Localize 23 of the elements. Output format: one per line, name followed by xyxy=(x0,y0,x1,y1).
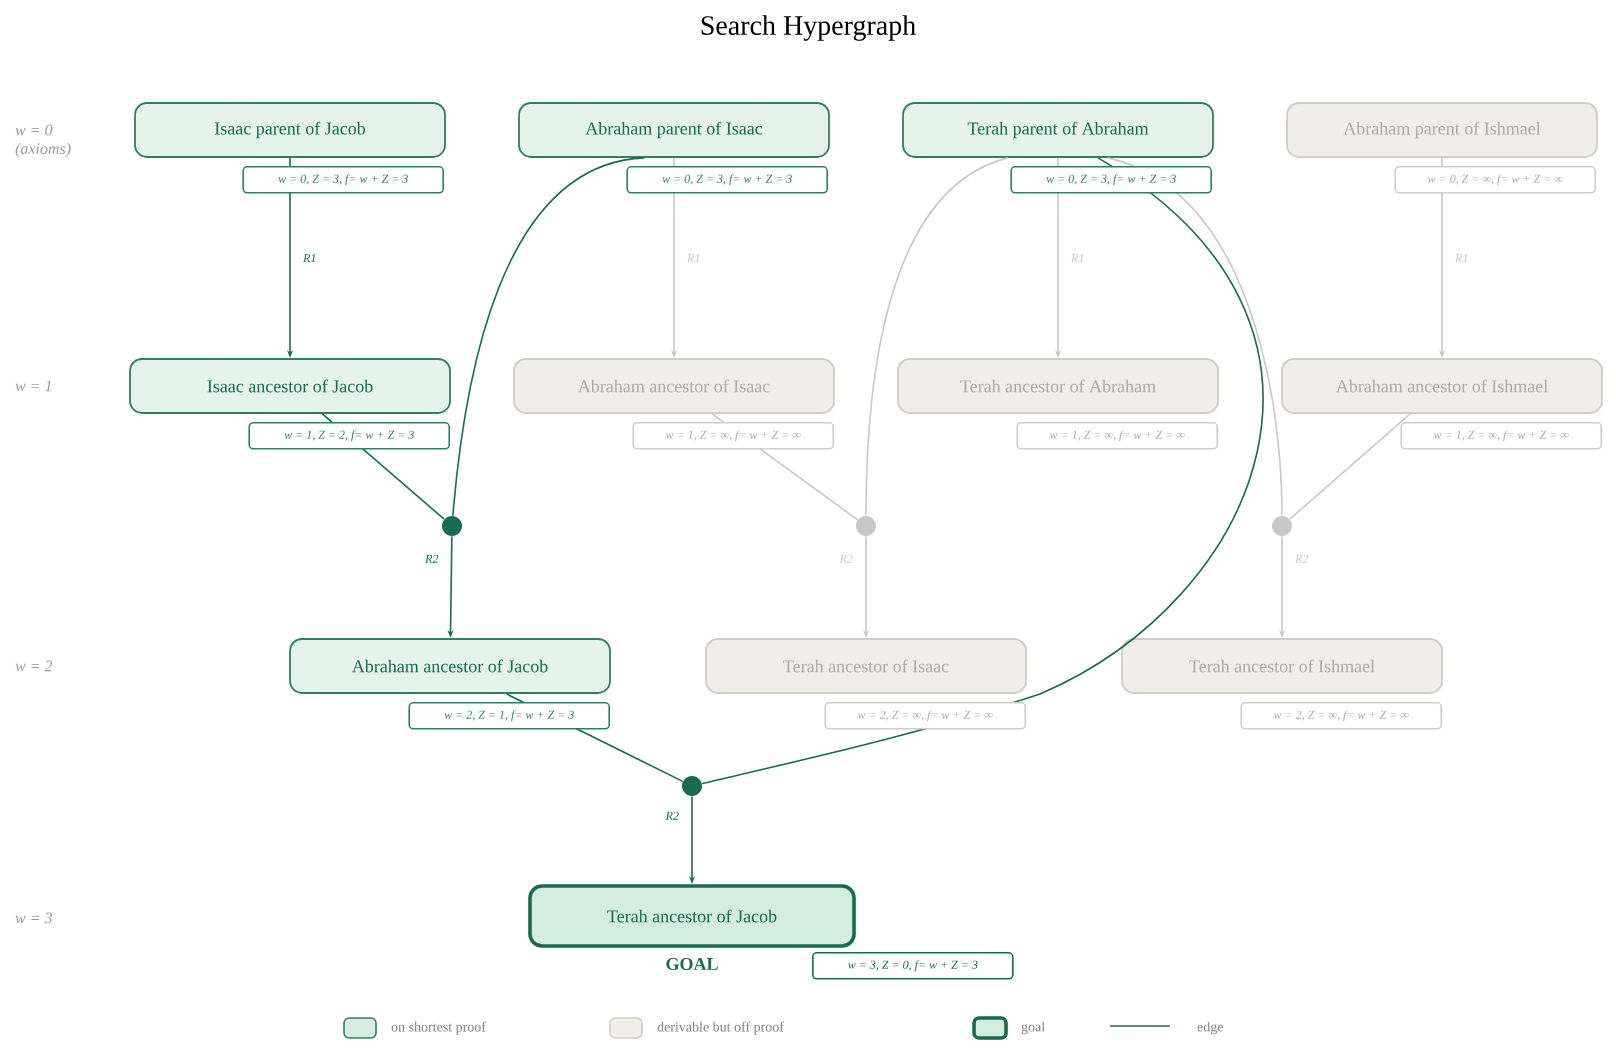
fact-box: Abraham ancestor of Isaac xyxy=(513,358,835,414)
fact-box: Terah parent of Abraham xyxy=(902,102,1214,158)
row-label: (axioms) xyxy=(15,142,71,158)
hyperedge-dot xyxy=(856,516,876,536)
fact-box: Abraham parent of Isaac xyxy=(518,102,830,158)
fact-box: Isaac ancestor of Jacob xyxy=(129,358,451,414)
title: Search Hypergraph xyxy=(701,15,916,41)
fact-box: Terah ancestor of Jacob xyxy=(528,884,856,948)
row-label: w = 1 xyxy=(15,380,51,392)
fact-box: Abraham ancestor of Ishmael xyxy=(1281,358,1603,414)
fact-box: Abraham parent of Ishmael xyxy=(1286,102,1598,158)
hyperedge-dot xyxy=(442,516,462,536)
fact-box: Terah ancestor of Isaac xyxy=(705,638,1027,694)
row-label: w = 3 xyxy=(15,912,52,924)
fact-box: Abraham ancestor of Jacob xyxy=(289,638,611,694)
goal-label: GOAL xyxy=(666,957,718,971)
row-label: w = 2 xyxy=(15,660,53,672)
fact-box: Terah ancestor of Ishmael xyxy=(1121,638,1443,694)
hyperedge-dot xyxy=(682,776,702,796)
row-label: w = 0 xyxy=(15,124,53,136)
fact-box: Terah ancestor of Abraham xyxy=(897,358,1219,414)
fact-box: Isaac parent of Jacob xyxy=(134,102,446,158)
hyperedge-dot xyxy=(1272,516,1292,536)
